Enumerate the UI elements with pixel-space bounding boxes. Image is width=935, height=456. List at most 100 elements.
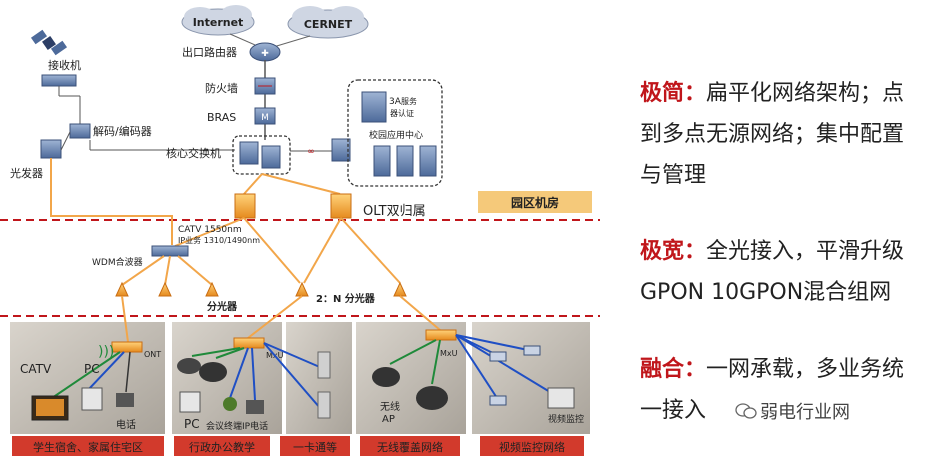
splitter-2n-icon-2 (393, 281, 407, 297)
monitor-icon (547, 387, 575, 409)
wechat-icon (735, 403, 757, 419)
app-server-icon-2 (396, 145, 414, 177)
optical-tx-icon (40, 139, 62, 159)
bottom-badge-4 (360, 436, 460, 456)
splitter-icon-3 (205, 281, 219, 297)
svg-text:∞: ∞ (307, 147, 315, 157)
camera-icon-3 (489, 395, 507, 406)
splitter-icon-1 (115, 281, 129, 297)
mxu-icon-2 (425, 329, 457, 341)
splitter-2n-icon-1 (295, 281, 309, 297)
optical-tx-label: 光发器 (10, 166, 43, 180)
conf-icon-office (199, 362, 227, 382)
campus-switch-icon (331, 138, 351, 162)
card-terminal-icon-2 (317, 391, 331, 419)
watermark: 弱电行业网 (760, 402, 850, 423)
core-switch-icon-1 (239, 141, 259, 165)
olt-icon-1 (234, 193, 256, 219)
app-server-icon-3 (419, 145, 437, 177)
bottom-badge-2 (174, 436, 270, 456)
conf-terminal-icon (223, 397, 237, 411)
firewall-label: 防火墙 (205, 81, 238, 95)
ip-spec: IP业务 1310/1490nm (178, 235, 260, 245)
bottom-label-5: 视频监控网络 (499, 440, 565, 454)
decoder-icon (69, 123, 91, 139)
feature-wide-line-2: GPON 10GPON混合组网 (640, 280, 892, 305)
campus-app-group (347, 79, 443, 187)
bottom-label-3: 一卡通等 (293, 440, 337, 454)
camera-icon-2 (523, 345, 541, 356)
card-terminal-icon-1 (317, 351, 331, 379)
cernet-cloud: CERNET (287, 6, 369, 39)
bottom-label-1: 学生宿舍、家属住宅区 (33, 440, 143, 454)
bottom-label-2: 行政办公教学 (189, 440, 255, 454)
panel-video (472, 322, 590, 434)
catv-device-label: CATV (20, 362, 52, 376)
bottom-badge-1 (12, 436, 164, 456)
bottom-label-4: 无线覆盖网络 (377, 440, 443, 454)
splitter-2n-label: 2：N 分光器 (316, 292, 376, 305)
video-monitor-label: 视频监控 (548, 413, 584, 425)
feature-wide-keyword: 极宽： (640, 239, 707, 264)
feature-fusion-line-1: 一网承载，多业务统 (706, 357, 905, 382)
feature-simple-line-3: 与管理 (640, 163, 707, 188)
aaa-server-icon (361, 91, 387, 123)
mxu-label-2: MxU (440, 349, 458, 358)
exit-router-icon: ✚ (249, 42, 281, 62)
wireless-ap-icon-1 (372, 367, 400, 387)
wireless-ap-icon-2 (416, 386, 448, 410)
pc2-label: PC (184, 417, 200, 431)
catv-spec: CATV 1550nm (178, 225, 242, 235)
svg-text:M: M (261, 113, 269, 123)
satellite-icon (30, 29, 68, 56)
core-switch-icon-2 (261, 145, 281, 169)
feature-fusion-keyword: 融合： (640, 357, 707, 382)
feature-wide-line-1: 全光接入，平滑升级 (706, 239, 905, 264)
ont-label: ONT (144, 350, 161, 359)
aaa-label-2: 服务 (401, 96, 417, 106)
feature-simple: 极简：扁平化网络架构；点 到多点无源网络；集中配置 与管理 (640, 73, 930, 196)
feature-simple-line-1: 扁平化网络架构；点 (706, 81, 905, 106)
conf-phone-label: 会议终端IP电话 (206, 420, 268, 432)
internet-cloud: Internet (181, 5, 255, 36)
wdm-icon (151, 245, 189, 257)
bottom-badge-3 (280, 436, 350, 456)
aaa-label-1: 3A (389, 97, 402, 107)
receiver-icon (41, 74, 77, 87)
phone-icon (116, 393, 134, 407)
ap-icon-office (177, 358, 201, 374)
exit-router-label: 出口路由器 (182, 45, 237, 59)
pc-device-label: PC (84, 362, 100, 376)
svg-text:✚: ✚ (261, 49, 269, 59)
wireless-ap-label-1: 无线 (380, 400, 400, 413)
feature-wide: 极宽：全光接入，平滑升级 GPON 10GPON混合组网 (640, 231, 930, 313)
splitter-icon-2 (158, 281, 172, 297)
wireless-ap-label-2: AP (382, 414, 395, 425)
bottom-badge-5 (480, 436, 584, 456)
ont-icon (111, 341, 143, 353)
wdm-label: WDM合波器 (92, 256, 143, 268)
olt-icon-2 (330, 193, 352, 219)
room-badge (478, 191, 592, 213)
campus-app-label: 校园应用中心 (369, 129, 423, 141)
mxu-icon-1 (233, 337, 265, 349)
aaa-label-3: 器认证 (390, 108, 414, 118)
ip-phone-icon (246, 400, 264, 414)
receiver-label: 接收机 (48, 58, 81, 72)
decoder-label: 解码/编码器 (93, 124, 152, 138)
room-label: 园区机房 (511, 195, 559, 210)
splitter-label: 分光器 (207, 300, 238, 313)
wifi-icon: ))) (98, 344, 114, 360)
pc-icon (81, 387, 103, 411)
internet-label: Internet (193, 16, 244, 29)
feature-simple-line-2: 到多点无源网络；集中配置 (640, 122, 905, 147)
pc-icon-office (179, 391, 201, 413)
cernet-label: CERNET (304, 18, 353, 31)
olt-label: OLT双归属 (363, 204, 426, 219)
core-switch-label: 核心交换机 (166, 146, 221, 160)
feature-fusion: 融合：一网承载，多业务统 一接入 (640, 349, 930, 431)
bras-icon (254, 107, 276, 125)
feature-fusion-line-2: 一接入 (640, 398, 707, 423)
bras-label: BRAS (207, 111, 236, 124)
